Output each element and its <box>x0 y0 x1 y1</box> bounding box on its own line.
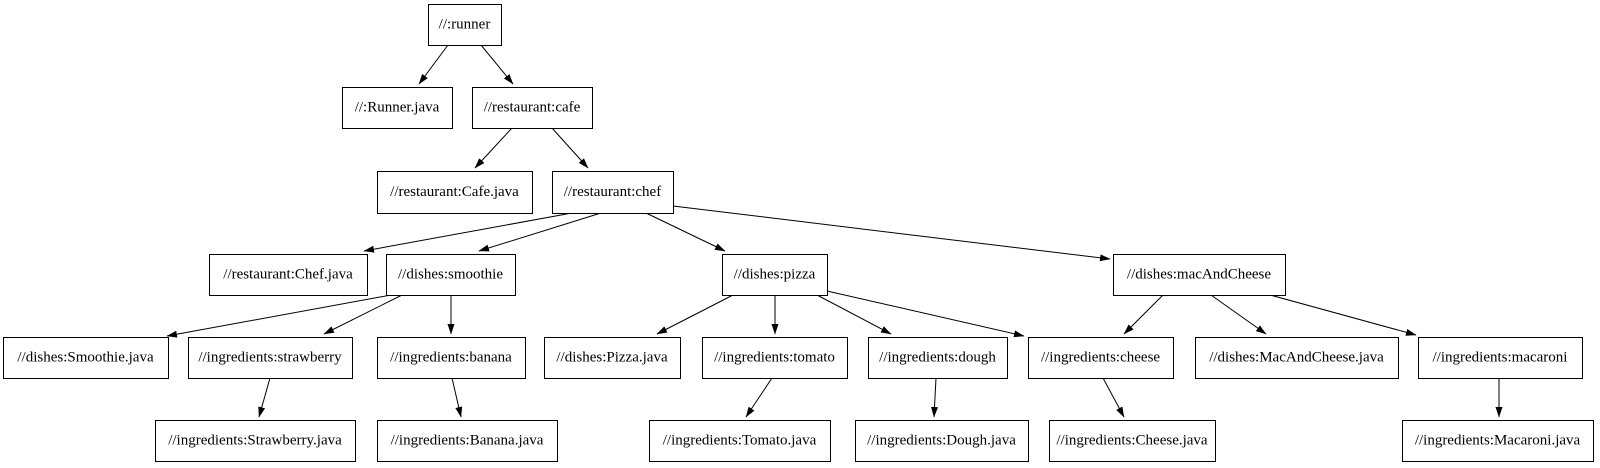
node-box-macaroni <box>1418 337 1583 379</box>
node-label-banana_java: //ingredients:Banana.java <box>391 433 544 449</box>
node-box-tomato <box>702 337 848 379</box>
node-macandcheese: //dishes:macAndCheese <box>1113 254 1286 296</box>
node-pizza: //dishes:pizza <box>722 254 828 296</box>
node-box-runner <box>428 4 502 46</box>
edge-chef-to-chef_java <box>363 212 573 253</box>
edge-chef-to-pizza <box>645 212 726 252</box>
node-box-strawberry_java <box>155 420 356 462</box>
edge-strawberry-to-strawberry_java <box>258 377 271 418</box>
node-box-chef_java <box>209 254 368 296</box>
node-label-macandcheese: //dishes:macAndCheese <box>1127 267 1271 283</box>
nodes-layer: //:runner //:Runner.java //restaurant:cafe… <box>3 4 1594 462</box>
node-box-pizza <box>722 254 828 296</box>
edge-cafe-to-cafe_java <box>474 127 513 169</box>
node-label-cafe_java: //restaurant:Cafe.java <box>390 184 519 200</box>
node-box-macandcheese_java <box>1195 337 1399 379</box>
node-label-smoothie: //dishes:smoothie <box>398 267 503 283</box>
edge-pizza-to-cheese <box>826 290 1025 338</box>
node-cheese_java: //ingredients:Cheese.java <box>1049 420 1216 462</box>
node-strawberry: //ingredients:strawberry <box>188 337 353 379</box>
node-label-macaroni_java: //ingredients:Macaroni.java <box>1415 433 1581 449</box>
node-strawberry_java: //ingredients:Strawberry.java <box>155 420 356 462</box>
node-banana_java: //ingredients:Banana.java <box>377 420 558 462</box>
node-label-tomato: //ingredients:tomato <box>714 350 835 366</box>
node-smoothie: //dishes:smoothie <box>386 254 516 296</box>
node-chef: //restaurant:chef <box>552 171 674 214</box>
node-label-runner_java: //:Runner.java <box>355 100 440 116</box>
node-dough: //ingredients:dough <box>868 337 1008 379</box>
node-box-tomato_java <box>649 420 831 462</box>
node-macaroni_java: //ingredients:Macaroni.java <box>1402 420 1594 462</box>
node-box-macandcheese <box>1113 254 1286 296</box>
node-label-cheese_java: //ingredients:Cheese.java <box>1056 433 1208 449</box>
node-label-cafe: //restaurant:cafe <box>484 100 581 116</box>
node-label-strawberry_java: //ingredients:Strawberry.java <box>168 433 342 449</box>
node-dough_java: //ingredients:Dough.java <box>855 420 1029 462</box>
node-label-banana: //ingredients:banana <box>390 350 512 366</box>
edge-cafe-to-chef <box>551 127 589 169</box>
node-pizza_java: //dishes:Pizza.java <box>544 337 681 379</box>
node-label-chef: //restaurant:chef <box>564 184 661 200</box>
edge-pizza-to-dough <box>816 294 892 335</box>
edge-cheese-to-cheese_java <box>1102 377 1125 418</box>
edge-runner-to-runner_java <box>418 44 449 85</box>
node-label-tomato_java: //ingredients:Tomato.java <box>663 433 817 449</box>
edge-banana-to-banana_java <box>451 377 463 418</box>
node-box-strawberry <box>188 337 353 379</box>
node-box-chef <box>552 171 674 214</box>
node-chef_java: //restaurant:Chef.java <box>209 254 368 296</box>
edges-layer <box>166 44 1503 418</box>
edge-macandcheese-to-macandcheese_java <box>1210 294 1267 335</box>
edge-dough-to-dough_java <box>931 377 939 418</box>
node-runner: //:runner <box>428 4 502 46</box>
node-box-cheese <box>1028 337 1174 379</box>
node-box-cheese_java <box>1049 420 1216 462</box>
edge-chef-to-smoothie <box>478 212 602 252</box>
node-tomato_java: //ingredients:Tomato.java <box>649 420 831 462</box>
node-label-runner: //:runner <box>439 17 491 33</box>
edge-macandcheese-to-cheese <box>1123 294 1164 335</box>
edge-pizza-to-pizza_java <box>656 294 734 335</box>
edge-tomato-to-tomato_java <box>745 377 773 418</box>
node-label-smoothie_java: //dishes:Smoothie.java <box>17 350 154 366</box>
node-tomato: //ingredients:tomato <box>702 337 848 379</box>
node-label-pizza: //dishes:pizza <box>734 267 816 283</box>
node-label-strawberry: //ingredients:strawberry <box>198 350 342 366</box>
node-smoothie_java: //dishes:Smoothie.java <box>3 337 169 379</box>
node-label-cheese: //ingredients:cheese <box>1041 350 1160 366</box>
node-runner_java: //:Runner.java <box>342 87 453 129</box>
edge-smoothie-to-smoothie_java <box>166 294 392 338</box>
edge-chef-to-macandcheese <box>672 205 1111 262</box>
node-box-pizza_java <box>544 337 681 379</box>
node-box-cafe_java <box>377 171 533 214</box>
node-box-smoothie <box>386 254 516 296</box>
node-macaroni: //ingredients:macaroni <box>1418 337 1583 379</box>
edge-smoothie-to-strawberry <box>323 294 403 335</box>
node-box-smoothie_java <box>3 337 169 379</box>
node-cafe: //restaurant:cafe <box>472 87 593 129</box>
node-cheese: //ingredients:cheese <box>1028 337 1174 379</box>
node-label-dough_java: //ingredients:Dough.java <box>867 433 1016 449</box>
edge-macandcheese-to-macaroni <box>1262 292 1417 336</box>
node-box-dough <box>868 337 1008 379</box>
edge-runner-to-cafe <box>480 44 514 85</box>
node-banana: //ingredients:banana <box>377 337 526 379</box>
node-box-runner_java <box>342 87 453 129</box>
node-box-macaroni_java <box>1402 420 1594 462</box>
node-label-chef_java: //restaurant:Chef.java <box>223 267 353 283</box>
node-box-dough_java <box>855 420 1029 462</box>
node-box-cafe <box>472 87 593 129</box>
node-box-banana_java <box>377 420 558 462</box>
node-label-pizza_java: //dishes:Pizza.java <box>556 350 668 366</box>
node-box-banana <box>377 337 526 379</box>
node-macandcheese_java: //dishes:MacAndCheese.java <box>1195 337 1399 379</box>
node-label-macandcheese_java: //dishes:MacAndCheese.java <box>1209 350 1384 366</box>
node-label-macaroni: //ingredients:macaroni <box>1433 350 1568 366</box>
node-label-dough: //ingredients:dough <box>879 350 996 366</box>
node-cafe_java: //restaurant:Cafe.java <box>377 171 533 214</box>
